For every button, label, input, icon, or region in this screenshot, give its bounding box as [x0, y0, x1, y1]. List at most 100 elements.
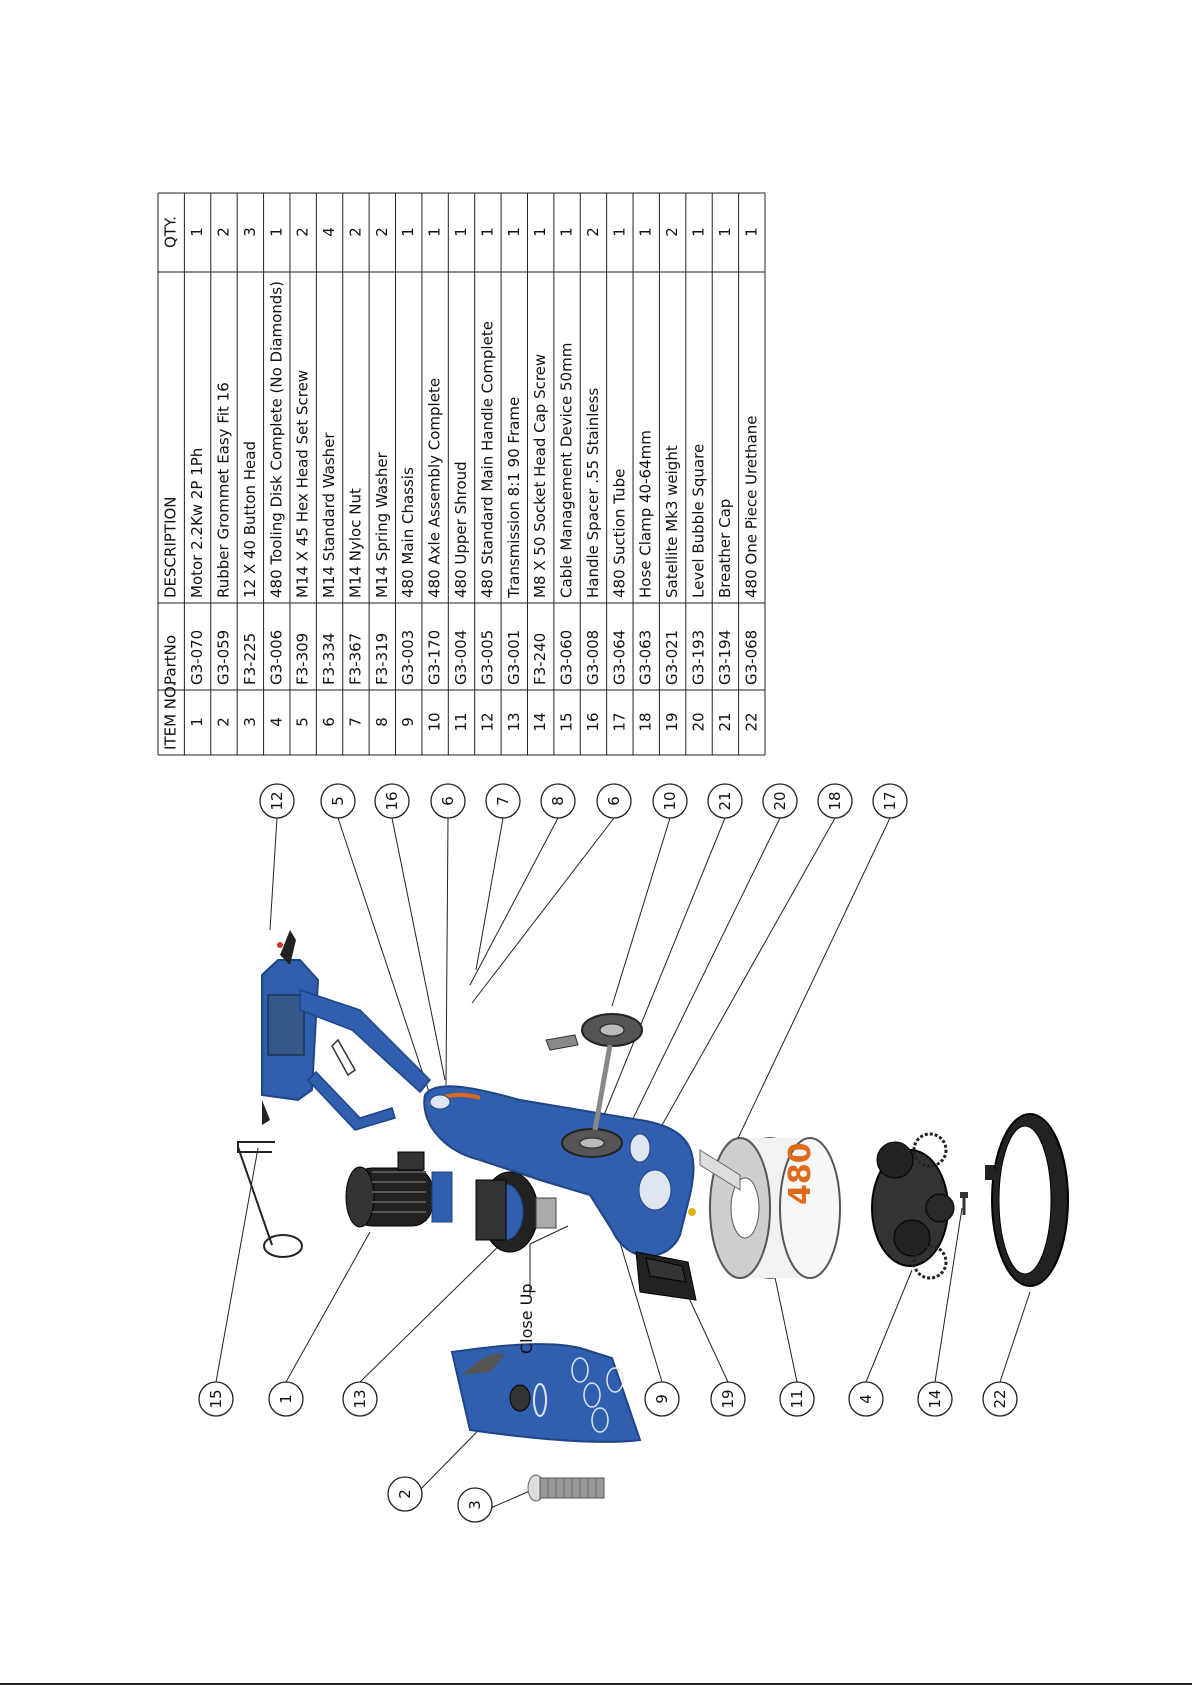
item-balloon: 16	[374, 783, 410, 819]
balloon-circle	[430, 783, 466, 819]
bom-cell-qty: 1	[452, 227, 470, 237]
satellite-weight-illustration	[635, 1251, 697, 1301]
balloon-number: 9	[653, 1394, 671, 1404]
urethane-ring-illustration	[985, 1113, 1069, 1287]
balloon-circle	[320, 783, 356, 819]
bom-cell-description: Handle Spacer .55 Stainless	[584, 388, 602, 598]
balloon-number: 14	[926, 1389, 944, 1408]
item-balloon: 10	[652, 783, 688, 819]
balloon-number: 1	[277, 1394, 295, 1404]
balloon-circle	[342, 1381, 378, 1417]
balloon-number: 5	[329, 796, 347, 806]
bom-cell-qty: 1	[531, 227, 549, 237]
balloon-circle	[710, 1381, 746, 1417]
bom-cell-description: Level Bubble Square	[690, 444, 708, 598]
bom-cell-description: M14 Standard Washer	[320, 432, 338, 598]
bom-cell-qty: 3	[241, 227, 259, 237]
bom-header-item: ITEM NO.	[162, 682, 180, 750]
bom-cell-item: 7	[346, 717, 364, 727]
bom-cell-qty: 1	[637, 227, 655, 237]
bom-cell-item: 4	[267, 717, 285, 727]
bom-cell-description: M14 X 45 Hex Head Set Screw	[294, 370, 312, 598]
bom-cell-partno: G3-059	[214, 630, 232, 685]
balloon-circle	[259, 783, 295, 819]
balloon-number: 16	[383, 791, 401, 810]
balloon-number: 12	[268, 791, 286, 810]
balloon-number: 19	[719, 1389, 737, 1408]
bom-cell-description: Transmission 8:1 90 Frame	[505, 397, 523, 599]
balloon-number: 8	[549, 796, 567, 806]
bom-cell-description: Breather Cap	[716, 499, 734, 598]
item-balloon: 21	[707, 783, 743, 819]
bom-cell-qty: 2	[663, 227, 681, 237]
balloon-number: 4	[857, 1394, 875, 1404]
item-balloon: 5	[320, 783, 356, 819]
bom-cell-partno: G3-021	[663, 630, 681, 685]
bom-cell-description: 480 Tooling Disk Complete (No Diamonds)	[267, 281, 285, 598]
bom-cell-item: 12	[478, 712, 496, 731]
balloon-circle	[779, 1381, 815, 1417]
bom-cell-description: 480 Upper Shroud	[452, 461, 470, 598]
bom-header-partno: PartNo	[162, 635, 180, 685]
bom-cell-qty: 1	[188, 227, 206, 237]
bom-cell-description: 480 Standard Main Handle Complete	[478, 321, 496, 598]
item-balloon: 18	[817, 783, 853, 819]
balloon-number: 22	[991, 1389, 1009, 1408]
bom-cell-item: 3	[241, 717, 259, 727]
bom-cell-partno: G3-070	[188, 630, 206, 685]
bom-cell-item: 5	[294, 717, 312, 727]
bom-cell-qty: 1	[426, 227, 444, 237]
bom-cell-description: Motor 2.2Kw 2P 1Ph	[188, 448, 206, 598]
balloon-circle	[268, 1381, 304, 1417]
bom-cell-item: 21	[716, 712, 734, 731]
bom-cell-qty: 1	[716, 227, 734, 237]
balloon-circle	[917, 1381, 953, 1417]
shroud-model-label: 480	[783, 1142, 818, 1205]
item-balloon: 6	[430, 783, 466, 819]
bom-cell-partno: G3-008	[584, 630, 602, 685]
item-balloon: 1	[268, 1381, 304, 1417]
bom-cell-partno: F3-334	[320, 633, 338, 685]
bom-cell-item: 6	[320, 717, 338, 727]
balloon-number: 3	[466, 1500, 484, 1510]
balloon-number: 10	[661, 791, 679, 810]
main-chassis-illustration	[423, 1085, 696, 1258]
item-balloon: 8	[540, 783, 576, 819]
balloon-circle	[652, 783, 688, 819]
balloon-circle	[762, 783, 798, 819]
item-balloon: 9	[644, 1381, 680, 1417]
bom-cell-qty: 4	[320, 227, 338, 237]
bom-cell-qty: 1	[505, 227, 523, 237]
leader-lines	[215, 817, 1031, 1511]
bom-cell-partno: F3-309	[294, 633, 312, 685]
balloon-number: 18	[826, 791, 844, 810]
bom-cell-qty: 2	[584, 227, 602, 237]
bom-cell-partno: G3-068	[742, 630, 760, 685]
cable-management-device-illustration	[237, 1141, 303, 1258]
tooling-disk-illustration	[871, 1132, 955, 1280]
balloon-number: 17	[881, 791, 899, 810]
bom-cell-item: 14	[531, 712, 549, 731]
bom-cell-item: 11	[452, 712, 470, 731]
bom-cell-partno: G3-170	[426, 630, 444, 685]
bom-cell-item: 18	[637, 712, 655, 731]
item-balloon: 4	[848, 1381, 884, 1417]
close-up-label: Close Up	[517, 1283, 536, 1354]
balloon-circle	[198, 1381, 234, 1417]
balloon-circle	[596, 783, 632, 819]
bom-cell-description: 12 X 40 Button Head	[241, 441, 259, 598]
bom-cell-qty: 1	[478, 227, 496, 237]
bom-cell-partno: G3-060	[558, 630, 576, 685]
bom-cell-partno: G3-001	[505, 630, 523, 685]
bom-cell-description: Rubber Grommet Easy Fit 16	[214, 382, 232, 598]
bom-cell-qty: 2	[294, 227, 312, 237]
bom-cell-partno: G3-194	[716, 630, 734, 685]
bom-cell-qty: 1	[399, 227, 417, 237]
item-balloon: 11	[779, 1381, 815, 1417]
bom-cell-partno: F3-367	[346, 633, 364, 685]
bom-cell-qty: 2	[214, 227, 232, 237]
bom-cell-description: 480 Suction Tube	[610, 469, 628, 598]
balloon-number: 7	[494, 796, 512, 806]
bom-cell-item: 10	[426, 712, 444, 731]
